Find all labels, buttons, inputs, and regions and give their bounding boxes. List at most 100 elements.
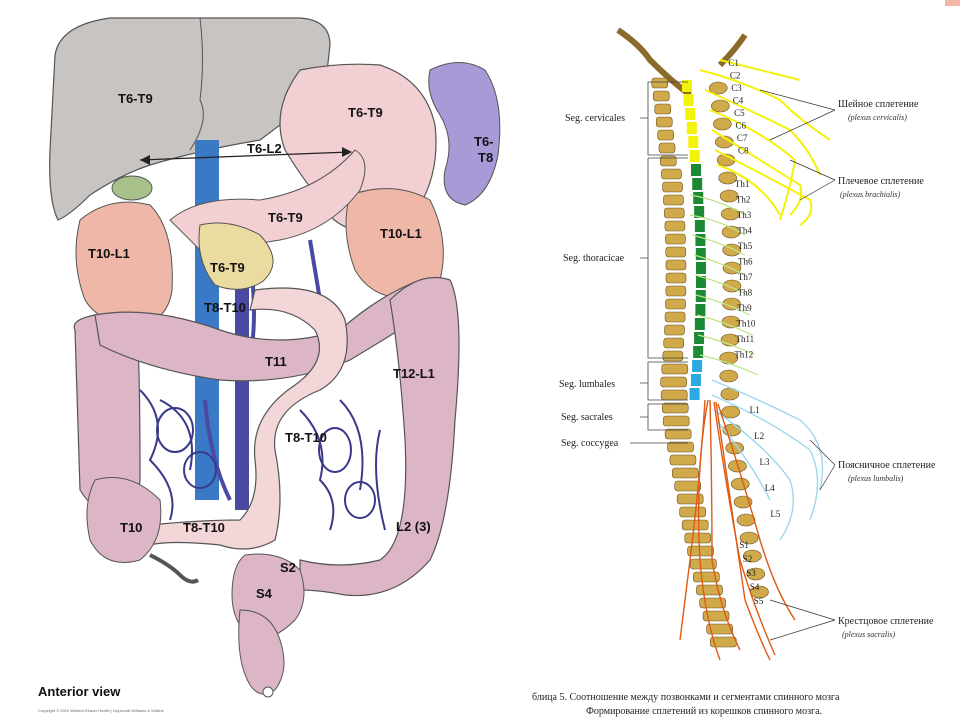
vertebra-label: C5 xyxy=(734,108,745,118)
liver-lobe-divider xyxy=(189,17,204,151)
plexus-sacral-latin: (plexus sacralis) xyxy=(842,630,895,639)
vertebra-body xyxy=(664,311,686,323)
anus xyxy=(262,686,274,698)
label-stomach: T6-T9 xyxy=(348,105,383,120)
vertebra-body xyxy=(681,519,709,531)
vertebra-body xyxy=(699,597,726,609)
vertebra-body xyxy=(663,194,684,206)
vertebra-body xyxy=(665,298,686,310)
spinous-process xyxy=(719,351,739,365)
vertebra-body xyxy=(662,415,690,427)
vertebra-label: S3 xyxy=(746,568,756,578)
spinous-process xyxy=(725,441,744,455)
vertebra-body xyxy=(657,129,674,141)
plexus-leader-lines xyxy=(759,89,836,641)
vertebra-label: Th9 xyxy=(737,303,752,313)
duodenum xyxy=(198,222,274,290)
plexus-lumbar-latin: (plexus lumbalis) xyxy=(848,474,904,483)
cord-segment xyxy=(692,360,703,372)
vertebra-label: C8 xyxy=(738,146,749,156)
spinous-process xyxy=(720,333,740,347)
cord-segment xyxy=(695,304,706,316)
label-s2: S2 xyxy=(280,560,296,575)
arrow-head-left xyxy=(140,155,150,165)
vertebra-label: L4 xyxy=(765,483,775,493)
caption-line-1: блица 5. Соотношение между позвонками и … xyxy=(532,692,840,703)
copyright-text: Copyright © 2010 Wolters Kluwer Health |… xyxy=(38,708,164,713)
spinous-process xyxy=(714,135,734,149)
vertebra-label: S2 xyxy=(743,554,753,564)
abdominal-dermatome-diagram: T6-T9 T6-T9 T6- T8 T6-L2 T6-T9 T6-T9 T10… xyxy=(38,17,501,713)
vertebra-label: L3 xyxy=(759,457,769,467)
vertebra-body xyxy=(664,220,686,232)
vertebra-body xyxy=(696,584,723,596)
plexus-sacral-title: Крестцовое сплетение xyxy=(838,616,934,627)
segment-brackets xyxy=(630,81,688,444)
cord-segment xyxy=(695,290,706,302)
cord-segment xyxy=(691,164,702,176)
spleen xyxy=(428,62,501,206)
spinous-process xyxy=(736,513,756,527)
label-pancreas: T6-T9 xyxy=(268,210,303,225)
corner-accent xyxy=(945,0,960,6)
plexus-cervical-latin: (plexus cervicalis) xyxy=(848,113,907,122)
spinous-process xyxy=(722,279,742,293)
spinous-process xyxy=(722,243,742,257)
label-seg-thoracicae: Seg. thoracicae xyxy=(563,253,625,264)
cord-segment xyxy=(695,234,706,246)
spinous-process xyxy=(722,297,741,311)
vertebra-label: C2 xyxy=(730,71,741,81)
vertebra-label: Th1 xyxy=(735,179,750,189)
vertebra-body xyxy=(658,142,676,154)
spinous-process xyxy=(711,99,730,113)
vertebra-label: S1 xyxy=(739,540,749,550)
ileum-loop xyxy=(149,287,348,550)
vertebra-body xyxy=(660,389,688,401)
vertebra-body xyxy=(672,467,699,479)
label-rectum: S4 xyxy=(256,586,273,601)
spinous-process xyxy=(718,171,738,185)
cord-segment xyxy=(689,388,700,400)
vertebra-body xyxy=(661,363,689,375)
spinous-process xyxy=(721,225,741,239)
label-arrow: T6-L2 xyxy=(247,141,282,156)
spinous-process xyxy=(721,405,740,419)
vertebra-body xyxy=(663,337,685,349)
vertebra-label: Th12 xyxy=(734,350,753,360)
caption-line-2: Формирование сплетений из корешков спинн… xyxy=(586,706,822,717)
vertebra-label: Th6 xyxy=(738,257,753,267)
label-spleen: T6- T8 xyxy=(474,134,497,165)
spinal-cord xyxy=(682,80,706,400)
cord-segment xyxy=(693,192,704,204)
spinous-process xyxy=(743,549,762,563)
vertebra-label: Th8 xyxy=(738,288,753,298)
cord-segment xyxy=(686,122,697,134)
vertebra-body xyxy=(660,376,687,388)
vertebra-body xyxy=(665,246,687,258)
brainstem xyxy=(616,27,692,98)
cord-segment xyxy=(689,150,700,162)
mesenteric-vessel-network xyxy=(139,389,386,531)
arrow-head-right xyxy=(342,147,352,157)
spinous-process xyxy=(722,423,742,437)
cord-segment xyxy=(682,80,692,92)
cecum xyxy=(86,477,162,563)
vertebra-body xyxy=(662,350,684,362)
vertebra-body xyxy=(674,480,702,492)
label-sigmoid: L2 (3) xyxy=(396,519,431,534)
label-small-intestine: T8-T10 xyxy=(204,300,246,315)
spinous-process xyxy=(739,531,759,545)
spinous-process xyxy=(730,477,750,491)
lumbar-plexus-nerves xyxy=(711,379,824,541)
vertebra-body xyxy=(661,168,682,180)
gallbladder xyxy=(111,175,153,201)
spinous-process xyxy=(713,117,732,131)
vertebra-body xyxy=(665,285,687,297)
vertebra-body xyxy=(664,324,685,336)
label-seg-lumbales: Seg. lumbales xyxy=(559,379,615,390)
spinous-process xyxy=(720,387,740,401)
cord-segment xyxy=(694,206,705,218)
vertebra-label: C6 xyxy=(736,121,747,131)
vertebra-body xyxy=(702,610,730,622)
cervical-plexus-nerves xyxy=(699,59,831,226)
